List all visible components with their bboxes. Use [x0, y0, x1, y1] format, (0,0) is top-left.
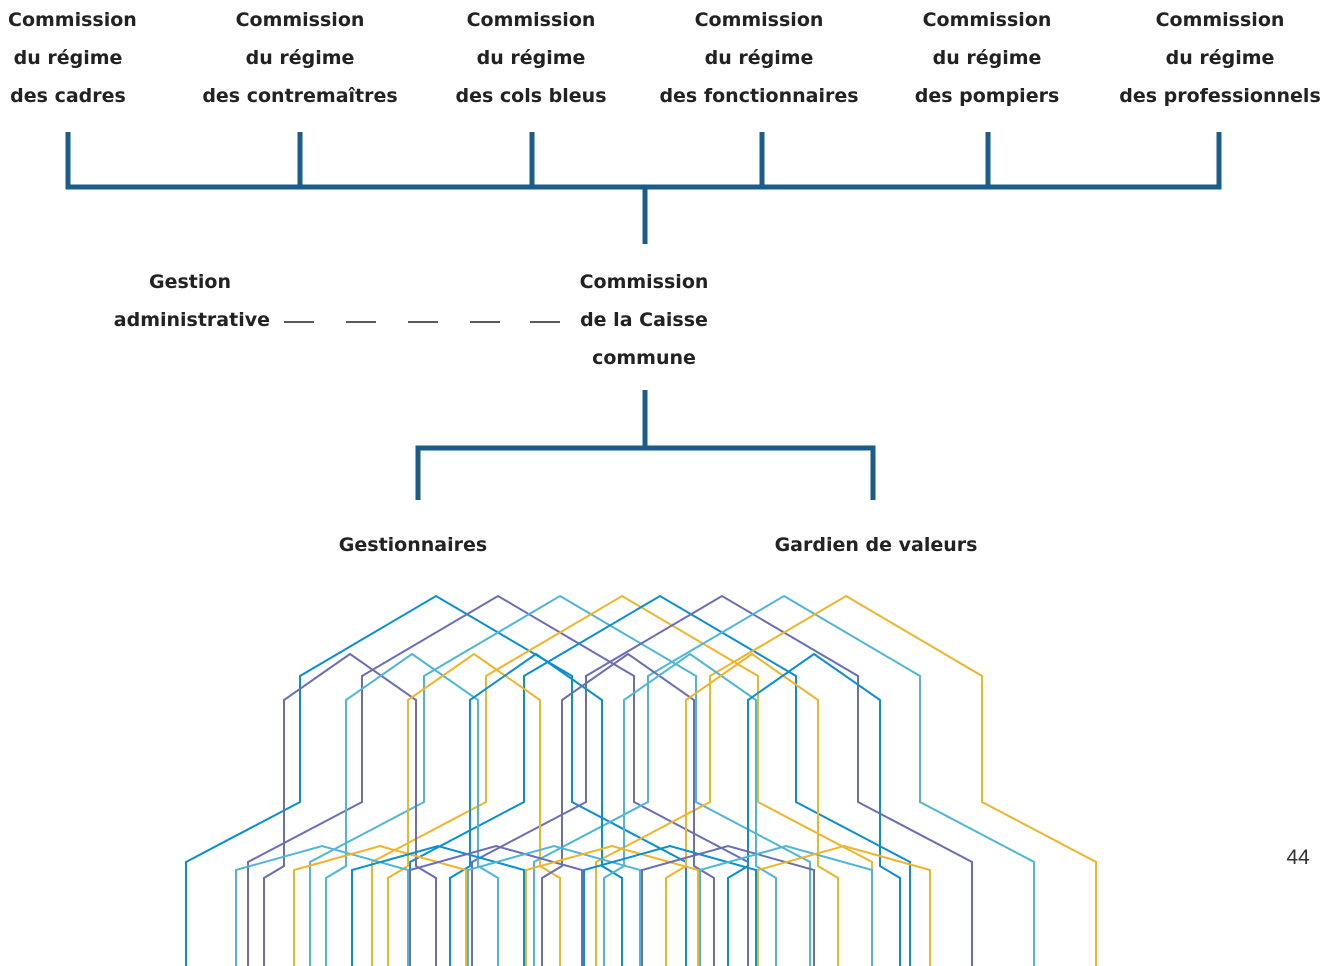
commission-cols-bleus-line2: du régime: [476, 47, 586, 69]
commission-cols-bleus-line1: Commission: [466, 9, 596, 31]
commission-cols-bleus: Commission du régime des cols bleus: [454, 1, 608, 115]
org-connectors: [65, 132, 1222, 500]
pattern-low-arch-2: [351, 844, 525, 966]
gestionnaires-text: Gestionnaires: [338, 534, 488, 556]
commission-fonctionnaires-line2: du régime: [704, 47, 814, 69]
gestionnaires-label: Gestionnaires: [318, 526, 508, 564]
commission-professionnels: Commission du régime des professionnels: [1112, 1, 1328, 115]
pattern-hex-7: [727, 652, 901, 966]
gestion-line1: Gestion: [149, 271, 231, 293]
commission-professionnels-line3: des professionnels: [1119, 85, 1321, 107]
top-bracket: [65, 132, 1222, 190]
gardien-de-valeurs-label: Gardien de valeurs: [766, 526, 986, 564]
commission-cadres: Commission du régime des cadres: [8, 1, 137, 115]
pattern-hex-1: [325, 652, 499, 966]
commission-professionnels-line1: Commission: [1155, 9, 1285, 31]
pattern-arch-0: [185, 594, 687, 966]
page-number: 44: [1286, 846, 1310, 869]
pattern-low-arch-6: [583, 844, 757, 966]
pattern-arch-3: [371, 594, 873, 966]
pattern-hex-3: [449, 652, 623, 966]
commission-cadres-line2: du régime: [13, 47, 123, 69]
pattern-arch-2: [309, 594, 811, 966]
pattern-low-arch-5: [525, 844, 699, 966]
caisse-line2: de la Caisse: [580, 309, 708, 331]
pattern-low-arch-9: [757, 844, 931, 966]
pattern-hex-5: [603, 652, 777, 966]
gestion-administrative: Gestion administrative: [100, 263, 270, 339]
caisse-line3: commune: [592, 347, 696, 369]
pattern-arch-6: [533, 594, 1035, 966]
commission-pompiers-line3: des pompiers: [914, 85, 1060, 107]
pattern-arch-7: [595, 594, 1097, 966]
bottom-bracket: [415, 445, 876, 500]
commission-contremaitres-line2: du régime: [245, 47, 355, 69]
caisse-line1: Commission: [579, 271, 709, 293]
commission-cadres-line1: Commission: [8, 9, 137, 31]
commission-fonctionnaires-line1: Commission: [694, 9, 824, 31]
pattern-arch-4: [409, 594, 911, 966]
pattern-low-arch-8: [699, 844, 873, 966]
gardien-de-valeurs-text: Gardien de valeurs: [774, 534, 978, 556]
commission-professionnels-line2: du régime: [1165, 47, 1275, 69]
pattern-low-arch-4: [467, 844, 641, 966]
pattern-low-arch-3: [409, 844, 583, 966]
commission-pompiers-line1: Commission: [922, 9, 1052, 31]
commission-cols-bleus-line3: des cols bleus: [455, 85, 607, 107]
gestion-line2: administrative: [113, 309, 270, 331]
pattern-hex-6: [665, 652, 839, 966]
pattern-low-arch-0: [235, 844, 409, 966]
pattern-arch-1: [247, 594, 749, 966]
pattern-low-arch-7: [641, 844, 815, 966]
pattern-arch-5: [471, 594, 973, 966]
commission-contremaitres-line3: des contremaîtres: [202, 85, 398, 107]
pattern-hex-4: [541, 652, 715, 966]
commission-pompiers: Commission du régime des pompiers: [912, 1, 1062, 115]
pattern-hex-2: [387, 652, 561, 966]
commission-contremaitres-line1: Commission: [235, 9, 365, 31]
decorative-line-pattern: [185, 594, 1097, 966]
commission-contremaitres: Commission du régime des contremaîtres: [200, 1, 400, 115]
commission-fonctionnaires: Commission du régime des fonctionnaires: [654, 1, 864, 115]
commission-caisse-commune: Commission de la Caisse commune: [562, 263, 726, 377]
commission-cadres-line3: des cadres: [10, 85, 126, 107]
commission-fonctionnaires-line3: des fonctionnaires: [659, 85, 859, 107]
pattern-low-arch-1: [293, 844, 467, 966]
commission-pompiers-line2: du régime: [932, 47, 1042, 69]
pattern-hex-0: [263, 652, 437, 966]
